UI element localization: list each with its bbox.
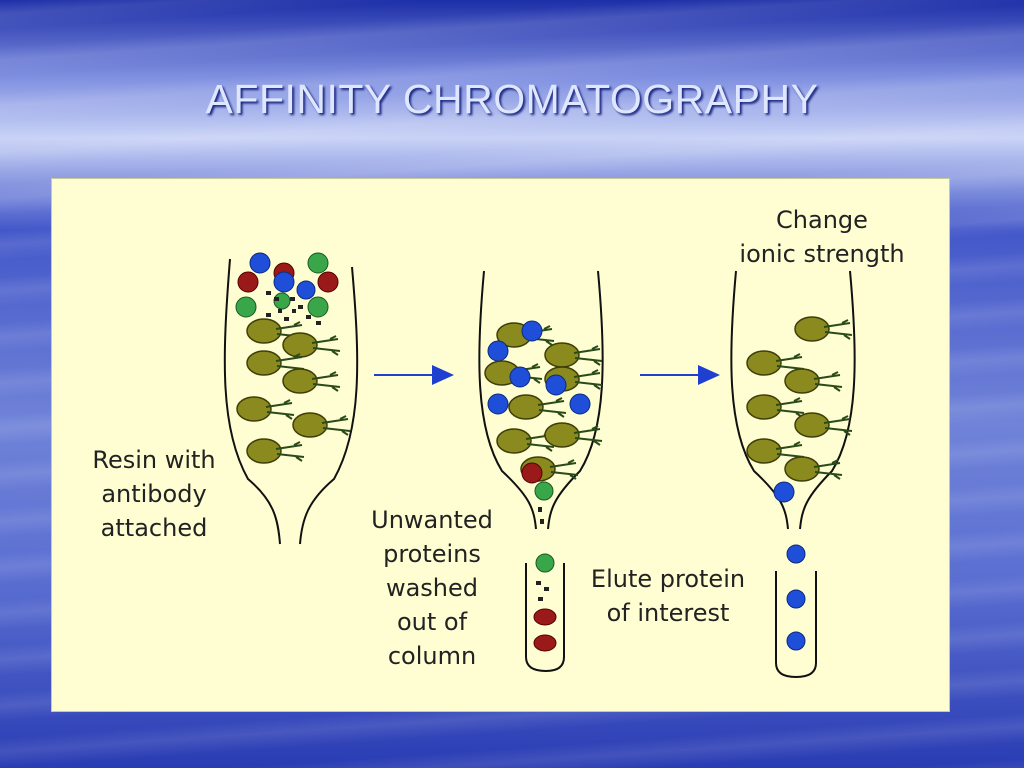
debris-dots [536,581,549,601]
protein-blue [509,366,531,388]
protein-blue [487,393,509,415]
resin-bead [784,368,843,394]
column-3 [730,270,856,679]
debris-dots [538,507,544,524]
resin-bead [746,394,805,420]
collection-tube-2 [775,571,817,679]
resin-bead [246,438,305,464]
resin-bead [282,368,341,394]
protein-blue [786,544,806,564]
protein-green [307,252,329,274]
debris-dots [266,291,321,325]
collection-tube-1 [525,563,565,673]
label-resin-with-antibody: Resin with antibody attached [92,446,216,542]
protein-blue [487,340,509,362]
slide-title: AFFINITY CHROMATOGRAPHY [205,76,819,122]
protein-blue [786,589,806,609]
resin-bead [794,412,853,438]
arrow-2 [640,365,720,385]
protein-red [317,271,339,293]
protein-red [533,608,557,626]
protein-red [237,271,259,293]
protein-green [534,481,554,501]
resin-bead [282,332,341,358]
protein-green [535,553,555,573]
column-1 [223,252,359,545]
label-change-ionic-strength: Change ionic strength [739,206,905,268]
arrow-1 [374,365,454,385]
resin-bead [544,342,603,368]
resin-bead [794,316,853,342]
protein-blue [249,252,271,274]
protein-green [307,296,329,318]
resin-bead [544,422,603,448]
column-3-outline [730,270,856,530]
protein-blue [569,393,591,415]
resin-bead [292,412,351,438]
protein-blue [296,280,316,300]
chromatography-diagram [223,252,856,679]
diagram-panel: Resin with antibody attached Unwanted pr… [51,178,950,712]
resin-bead [508,394,567,420]
protein-blue [545,374,567,396]
column-1-outline [223,258,359,545]
protein-blue [273,271,295,293]
resin-bead [236,396,295,422]
label-elute-protein: Elute protein of interest [590,565,746,627]
protein-red [533,634,557,652]
column-2 [478,270,604,673]
protein-blue [786,631,806,651]
column-2-outline [478,270,604,530]
protein-blue [521,320,543,342]
protein-red [521,462,543,484]
label-unwanted-proteins: Unwanted proteins washed out of column [371,506,493,670]
protein-green [235,296,257,318]
protein-blue [773,481,795,503]
